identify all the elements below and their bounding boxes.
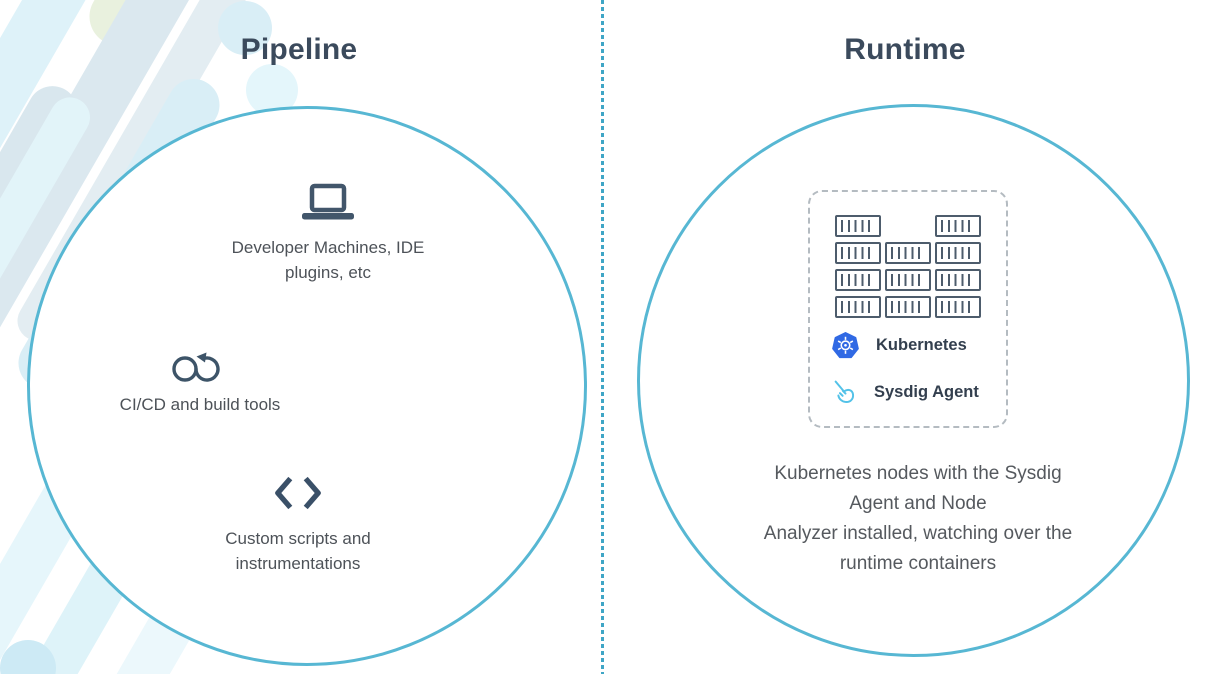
node-box-legend: Kubernetes Sysdig Agent [832,332,979,406]
legend-label: Sysdig Agent [874,383,979,401]
legend-row-kubernetes: Kubernetes [832,332,979,359]
container-icon [935,296,981,318]
runtime-title: Runtime [844,33,966,66]
container-icon [885,296,931,318]
pipeline-title: Pipeline [240,33,358,66]
container-icon [835,215,881,237]
legend-label: Kubernetes [876,336,967,354]
legend-row-sysdig-agent: Sysdig Agent [832,379,979,406]
pipeline-item-label: Custom scripts and instrumentations [225,529,371,573]
cicd-loop-icon [172,352,220,382]
pipeline-item-label: Developer Machines, IDE plugins, etc [231,238,425,282]
container-icon [885,269,931,291]
pipeline-item-developer-machines: Developer Machines, IDE plugins, etc [220,183,436,285]
pipeline-circle [27,106,587,666]
pipeline-item-cicd: CI/CD and build tools [88,342,312,417]
runtime-circle [637,104,1190,657]
code-brackets-icon [275,476,321,510]
container-icon [835,296,881,318]
container-icon [835,269,881,291]
sysdig-agent-icon [834,380,855,403]
container-icon [935,269,981,291]
container-icon [935,242,981,264]
container-icon [885,242,931,264]
kubernetes-icon [832,332,859,359]
pipeline-item-custom-scripts: Custom scripts and instrumentations [186,474,410,576]
pipeline-item-label: CI/CD and build tools [119,395,281,414]
containers-grid [835,215,981,323]
container-icon [835,242,881,264]
runtime-caption: Kubernetes nodes with the Sysdig Agent a… [763,463,1073,574]
section-divider [601,0,604,674]
laptop-icon [302,183,354,220]
background-blob [218,1,272,55]
kubernetes-node-box: Kubernetes Sysdig Agent [808,190,1008,428]
container-icon [935,215,981,237]
